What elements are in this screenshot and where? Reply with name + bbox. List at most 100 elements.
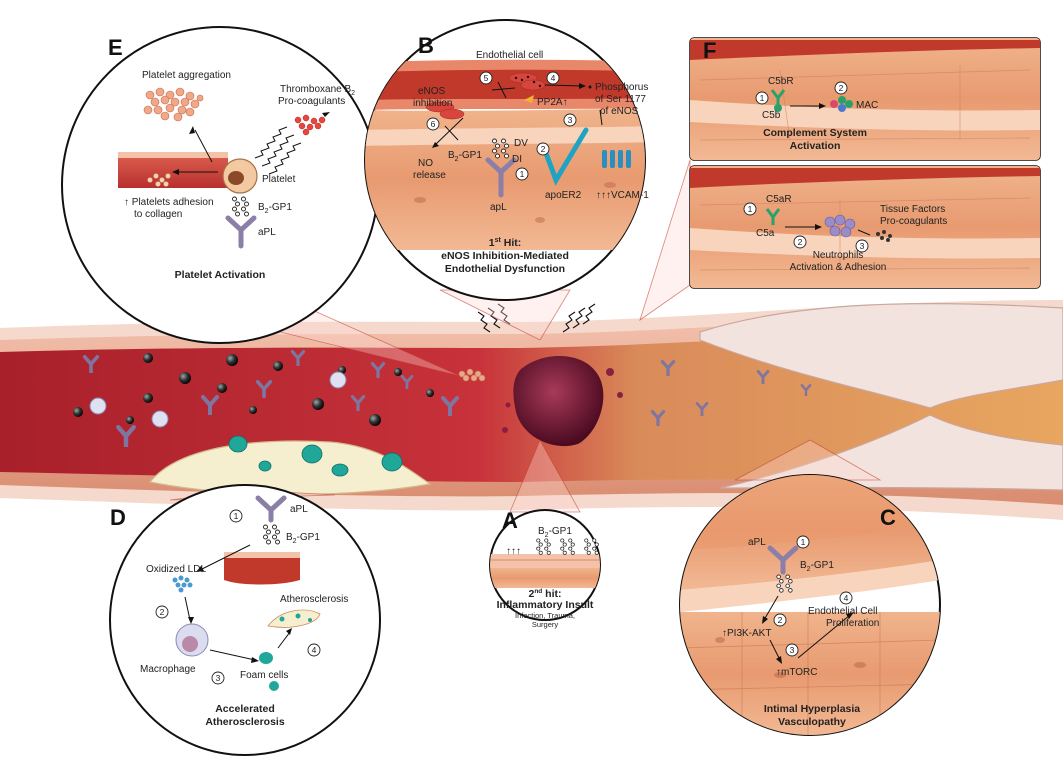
svg-text:3: 3: [860, 241, 865, 251]
step-5: 5: [479, 71, 493, 85]
panel-e: E Platelet aggregation Thromboxane B2 Pr…: [61, 26, 379, 344]
svg-text:1: 1: [748, 204, 753, 214]
svg-text:2: 2: [541, 144, 546, 154]
atherosclerosis-label: Atherosclerosis: [280, 594, 348, 605]
svg-text:2: 2: [160, 607, 165, 617]
phosphorus-label: Phosphorus: [595, 82, 648, 93]
platelet-aggregate-icon: [143, 87, 204, 122]
enos-inhibition-label-2: inhibition: [413, 98, 452, 109]
c5ar-receptor-icon: [765, 208, 781, 225]
svg-text:3: 3: [568, 115, 573, 125]
proliferation-label: Proliferation: [826, 618, 879, 629]
step-6: 6: [426, 117, 440, 131]
svg-text:4: 4: [312, 645, 317, 655]
no-release-label: NO: [418, 158, 433, 169]
apl-label: aPL: [258, 227, 276, 238]
panel-c-title-1: Intimal Hyperplasia: [764, 703, 860, 715]
enos-icon: [425, 72, 546, 120]
panel-e-title: Platelet Activation: [175, 269, 266, 281]
svg-text:4: 4: [551, 73, 556, 83]
foam-cells-label: Foam cells: [240, 670, 288, 681]
svg-text:6: 6: [431, 119, 436, 129]
pp2a-label: PP2A↑: [537, 97, 568, 108]
pi3k-label: ↑PI3K-AKT: [722, 628, 771, 639]
b2gp1-label: B2-GP1: [286, 532, 320, 545]
vcam-label: ↑↑↑VCAM-1: [596, 190, 649, 201]
svg-text:5: 5: [484, 73, 489, 83]
svg-text:1: 1: [234, 511, 239, 521]
panel-b-title-1: 1st Hit:: [489, 237, 522, 249]
panel-f: 1 2 F C5bR C5b MAC Complement System Act…: [689, 37, 1041, 289]
b2gp1-label: B2-GP1: [258, 202, 292, 215]
tissue-procoagulants-label: Pro-coagulants: [880, 216, 947, 227]
panel-d-letter: D: [110, 505, 126, 530]
tissue-factors-label: Tissue Factors: [880, 204, 945, 215]
panel-b: B Endothelial cell eNOS inhibition Phosp…: [364, 19, 649, 301]
panel-f-title-1: Complement System: [763, 127, 867, 139]
vcam-icon: [602, 150, 631, 168]
blood-vessel: [0, 300, 1063, 520]
no-release-label-2: release: [413, 170, 446, 181]
insult-causes-label-2: Surgery: [532, 620, 559, 629]
panel-b-title-2: eNOS Inhibition-Mediated: [441, 250, 569, 262]
panel-a-letter: A: [502, 508, 518, 533]
apl-antibody-icon: [767, 545, 799, 575]
svg-text:1: 1: [801, 537, 806, 547]
insult-causes-label: Infection, Trauma,: [515, 611, 575, 620]
neutrophils-activation-label: Activation & Adhesion: [790, 262, 887, 273]
b2gp1-label: B2-GP1: [538, 526, 572, 539]
endothelial-cell-label: Endothelial cell: [476, 50, 543, 61]
svg-text:2: 2: [839, 83, 844, 93]
macrophage-label: Macrophage: [140, 664, 196, 675]
panel-c: 1 2 3 4 C aPL B2-GP1 ↑PI3K-AKT ↑mTORC En…: [679, 474, 941, 736]
svg-text:3: 3: [790, 645, 795, 655]
step-1: 1: [515, 167, 529, 181]
dv-label: DV: [514, 138, 528, 149]
b2gp1-label: B2-GP1: [800, 560, 834, 573]
apl-antibody-icon: [255, 495, 287, 523]
apl-antibody-icon: [485, 157, 517, 198]
svg-text:1: 1: [520, 169, 525, 179]
apl-label: aPL: [748, 537, 766, 548]
platelets-adhesion-label: ↑ Platelets adhesion: [124, 197, 214, 208]
oxidized-ldl-label: Oxidized LDL: [146, 564, 206, 575]
apoer2-icon: [541, 127, 589, 186]
tissue-factors-icon: [876, 230, 892, 242]
panel-b-title-3: Endothelial Dysfunction: [445, 263, 565, 275]
step-3: 3: [563, 113, 577, 127]
panel-f-title-2: Activation: [790, 140, 841, 152]
panel-c-title-2: Vasculopathy: [778, 716, 846, 728]
of-enos-label: of eNOS: [600, 106, 639, 117]
panel-a-title-2: Inflammatory Insult: [497, 599, 594, 611]
step-2: 2: [536, 142, 550, 156]
thromboxane-label: Thromboxane B2: [280, 84, 355, 97]
increase-arrows: ↑↑↑: [506, 546, 521, 557]
svg-text:1: 1: [760, 93, 765, 103]
procoagulants-label: Pro-coagulants: [278, 96, 345, 107]
ser1177-label: of Ser 1177: [595, 94, 646, 105]
panel-c-letter: C: [880, 505, 896, 530]
thromboxane-icon: [294, 114, 326, 136]
endothelial-proliferation-label: Endothelial Cell: [808, 606, 878, 617]
panel-d: 1 2 3 4 D aPL B2-GP1 Oxidized LDL Athero…: [109, 484, 381, 756]
b2gp1-label: B2-GP1: [448, 150, 482, 163]
panel-d-title-1: Accelerated: [215, 703, 275, 715]
panel-f-letter: F: [703, 38, 716, 63]
neutrophils-icon: [824, 214, 856, 238]
foam-cells-icon: [259, 652, 279, 691]
svg-text:2: 2: [778, 615, 783, 625]
c5b-label: C5b: [762, 110, 781, 121]
collagen-label: to collagen: [134, 209, 182, 220]
magnification-wedges: [149, 159, 882, 513]
panel-a: A B2-GP1 ↑↑↑ 2nd hit: Inflammatory Insul…: [489, 508, 601, 629]
panel-a-title-1: 2nd hit:: [528, 588, 561, 600]
panel-e-letter: E: [108, 35, 123, 60]
svg-text:3: 3: [216, 673, 221, 683]
svg-text:4: 4: [844, 593, 849, 603]
apl-antibody-icon: [225, 215, 257, 249]
oxidized-ldl-icon: [172, 575, 193, 593]
platelet-label: Platelet: [262, 174, 296, 185]
mac-label: MAC: [856, 100, 878, 111]
platelet-aggregation-label: Platelet aggregation: [142, 70, 231, 81]
